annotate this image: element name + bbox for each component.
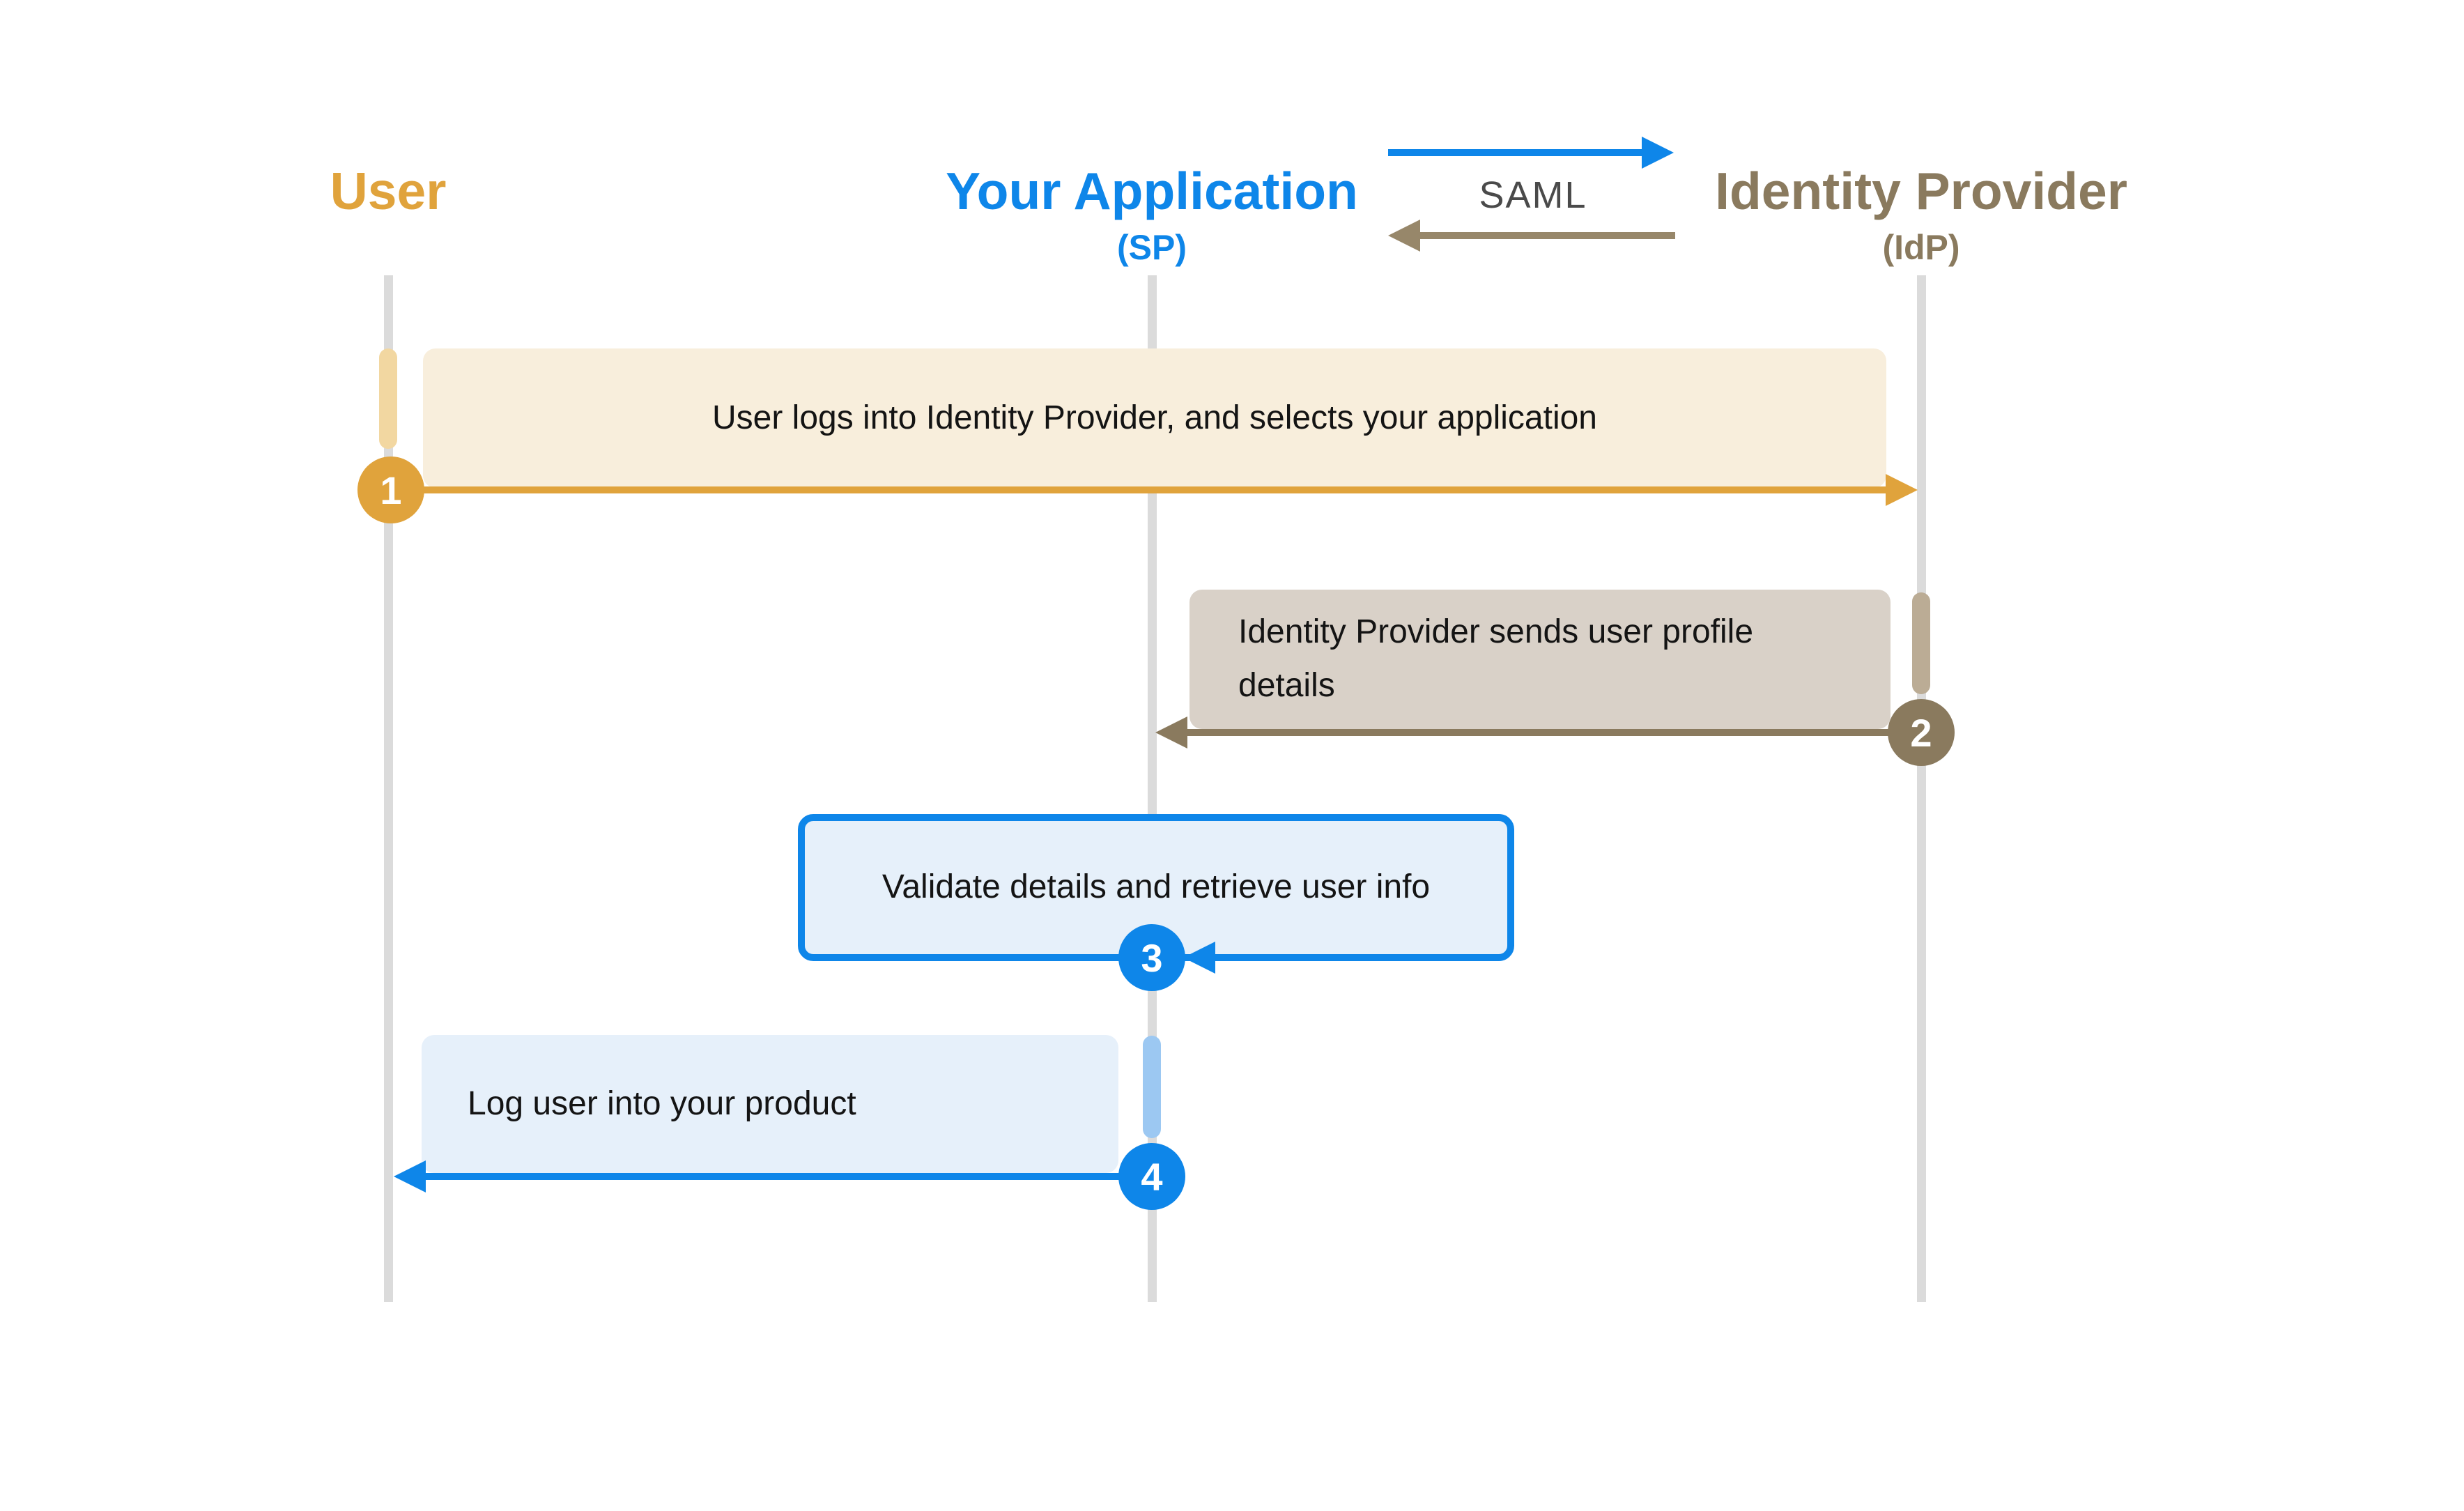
actor-label-user: User (330, 162, 447, 220)
step-number-3: 3 (1141, 935, 1163, 980)
message-box-step1: User logs into Identity Provider, and se… (423, 348, 1886, 488)
arrow-line-step2 (1185, 729, 1925, 736)
arrowhead-left-step2-icon (1155, 716, 1187, 749)
step-number-4: 4 (1141, 1154, 1163, 1199)
activation-bar-user (379, 348, 397, 449)
arrow-line-step1 (388, 486, 1886, 493)
message-text-step1: User logs into Identity Provider, and se… (711, 399, 1597, 436)
activation-bar-idp (1912, 592, 1930, 694)
arrowhead-right-step1-icon (1886, 474, 1918, 506)
actor-label-identity-provider: Identity Provider (1715, 162, 2127, 220)
actor-sublabel-idp: (IdP) (1882, 228, 1960, 267)
activation-bar-app (1143, 1036, 1161, 1138)
message-box-step4: Log user into your product (422, 1035, 1118, 1173)
step-number-2: 2 (1910, 710, 1932, 755)
arrow-line-step4 (424, 1173, 1152, 1180)
step-badge-1: 1 (357, 457, 424, 523)
legend-arrowhead-right-icon (1642, 137, 1674, 169)
legend-arrowhead-left-icon (1388, 220, 1420, 252)
legend-arrow-right-line (1388, 149, 1642, 156)
message-text-step3: Validate details and retrieve user info (881, 868, 1431, 906)
arrowhead-left-step3-icon (1183, 942, 1215, 974)
step-number-1: 1 (380, 468, 402, 512)
lifeline-user (384, 275, 393, 1302)
lifeline-identity-provider (1917, 275, 1926, 1302)
legend-saml-label: SAML (1479, 174, 1587, 216)
arrowhead-left-step4-icon (394, 1160, 426, 1192)
message-box-step2: Identity Provider sends user profile det… (1189, 590, 1891, 729)
actor-sublabel-sp: (SP) (1117, 228, 1187, 267)
actor-label-application: Your Application (946, 162, 1358, 220)
message-text-step2: Identity Provider sends user profile det… (1238, 613, 1754, 704)
step-badge-4: 4 (1118, 1143, 1185, 1210)
message-text-step4: Log user into your product (468, 1084, 856, 1122)
step-badge-2: 2 (1888, 699, 1955, 766)
legend-arrow-left-line (1420, 232, 1675, 239)
step-badge-3: 3 (1118, 924, 1185, 991)
